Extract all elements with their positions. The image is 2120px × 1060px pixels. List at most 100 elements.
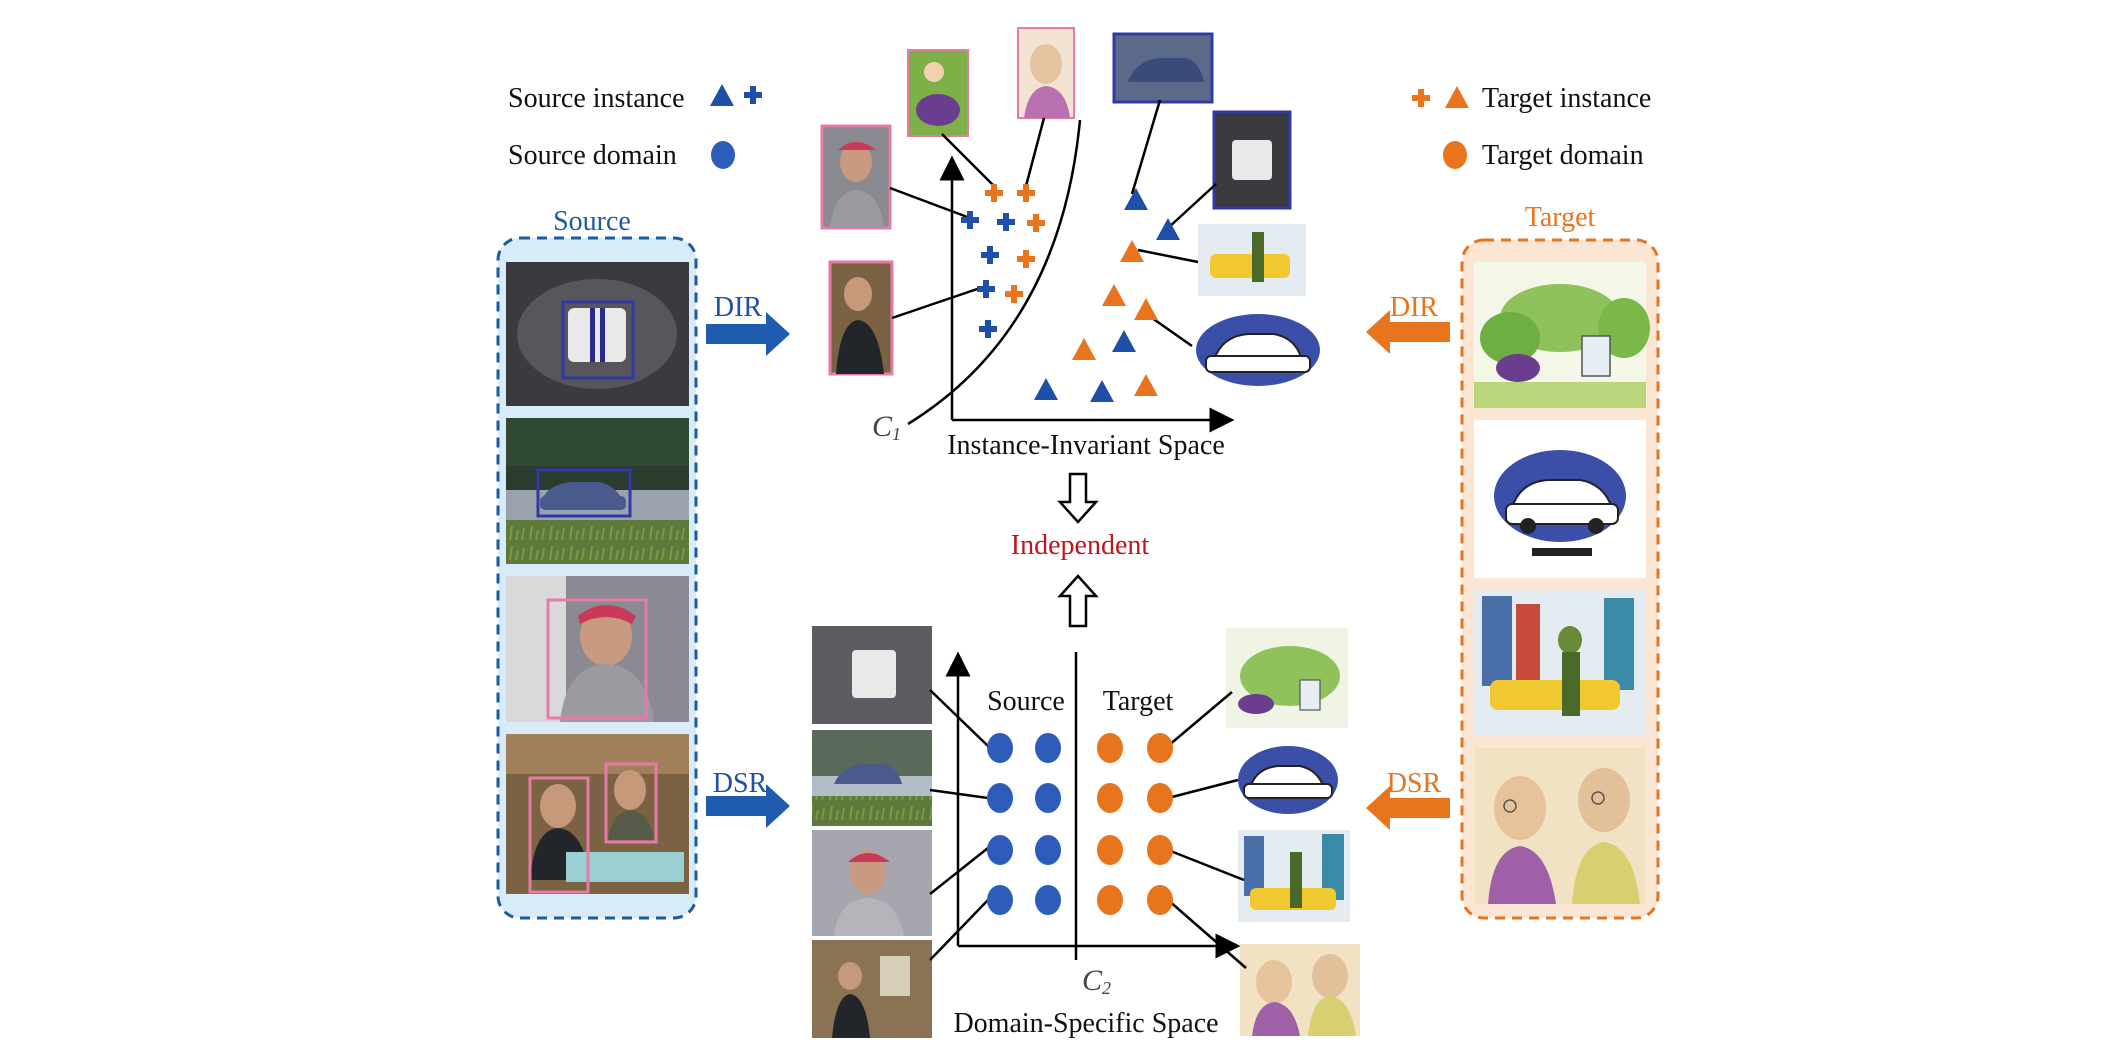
hollow-arrow-up	[1057, 574, 1099, 628]
circle-icon	[711, 141, 735, 169]
circle-icon	[1097, 885, 1123, 915]
legend-target-instance-label: Target instance	[1482, 83, 1651, 114]
plus-icon	[997, 213, 1015, 231]
domain-connectors	[929, 689, 1247, 969]
plus-icon	[1017, 184, 1035, 202]
legend-target-domain-label: Target domain	[1482, 140, 1644, 171]
thumb-man-cap	[820, 124, 892, 230]
target-photo-watercolor-garden	[1474, 262, 1650, 408]
source-photo-car-night	[506, 262, 689, 406]
triangle-icon	[1124, 188, 1148, 210]
dsr-right-label: DSR	[1387, 768, 1442, 799]
source-panel-title: Source	[553, 206, 631, 237]
triangle-icon	[1134, 298, 1158, 320]
source-domain-dots	[987, 733, 1061, 915]
circle-icon	[1147, 783, 1173, 813]
circle-icon	[1147, 733, 1173, 763]
circle-icon	[1097, 835, 1123, 865]
block-arrow-icon	[706, 312, 790, 356]
circle-icon	[987, 885, 1013, 915]
instance-connectors	[889, 99, 1217, 348]
thumb-car-sketch	[1192, 310, 1322, 390]
triangle-icon	[1034, 378, 1058, 400]
circle-icon	[1097, 783, 1123, 813]
legend-target: Target instance Target domain	[1412, 83, 1651, 171]
triangle-icon	[1102, 284, 1126, 306]
circle-icon	[1147, 885, 1173, 915]
ds-thumb-man-cap	[812, 830, 932, 936]
ds-thumb-watercolor-garden	[1226, 628, 1348, 728]
triangle-icon	[1120, 240, 1144, 262]
ds-thumb-two-people-painting	[1240, 944, 1360, 1036]
ds-thumb-men-table	[812, 940, 932, 1038]
thumb-car-night	[1212, 110, 1292, 210]
circle-icon	[1035, 885, 1061, 915]
target-plus-markers	[985, 184, 1045, 303]
dsr-arrow-left: DSR	[706, 768, 790, 828]
legend-source: Source instance Source domain	[508, 83, 762, 171]
circle-icon	[1035, 733, 1061, 763]
thumb-man-table	[828, 260, 894, 376]
circle-icon	[1035, 783, 1061, 813]
plus-icon	[961, 211, 979, 229]
plus-icon	[1027, 214, 1045, 232]
block-arrow-icon	[1366, 786, 1450, 830]
dir-arrow-left: DIR	[706, 292, 790, 356]
legend-source-domain-label: Source domain	[508, 140, 677, 171]
circle-icon	[987, 835, 1013, 865]
thumb-car-road	[1112, 32, 1214, 104]
plus-icon	[1005, 285, 1023, 303]
target-panel-title: Target	[1525, 202, 1596, 233]
target-triangle-markers	[1072, 240, 1158, 396]
plus-icon	[744, 86, 762, 104]
plus-icon	[985, 184, 1003, 202]
dir-left-label: DIR	[714, 292, 763, 323]
plus-icon	[1412, 89, 1430, 107]
block-arrow-icon	[1366, 310, 1450, 354]
dir-right-label: DIR	[1390, 292, 1439, 323]
ds-source-label: Source	[987, 686, 1065, 717]
dir-arrow-right: DIR	[1366, 292, 1450, 354]
ds-thumb-car-sketch	[1232, 740, 1344, 824]
source-plus-markers	[961, 211, 1015, 338]
triangle-icon	[1445, 86, 1469, 108]
thumb-cartoon-woman	[907, 49, 969, 137]
ds-thumb-city-watercolor	[1238, 830, 1350, 922]
circle-icon	[987, 783, 1013, 813]
target-photo-two-people-painting	[1474, 748, 1646, 904]
block-arrow-icon	[706, 784, 790, 828]
source-triangle-markers	[1034, 188, 1180, 402]
plus-icon	[979, 320, 997, 338]
decision-boundary-c1	[907, 119, 1082, 426]
dsr-arrow-right: DSR	[1366, 768, 1450, 830]
circle-icon	[987, 733, 1013, 763]
plus-icon	[981, 246, 999, 264]
triangle-icon	[1112, 330, 1136, 352]
plus-icon	[1017, 250, 1035, 268]
hollow-arrow-icon	[1057, 574, 1099, 628]
thumb-city-watercolor	[1198, 224, 1306, 296]
independent-label: Independent	[1011, 530, 1150, 561]
legend-source-instance-label: Source instance	[508, 83, 685, 114]
hollow-arrow-icon	[1057, 472, 1099, 524]
target-domain-dots	[1097, 733, 1173, 915]
circle-icon	[1147, 835, 1173, 865]
hollow-arrow-down	[1057, 472, 1099, 524]
target-photo-city-watercolor	[1474, 590, 1646, 736]
thumb-woman-portrait	[1017, 27, 1075, 119]
plus-icon	[977, 280, 995, 298]
source-photo-men-table	[506, 734, 689, 894]
ds-thumb-car-road	[812, 730, 932, 826]
source-photo-car-road	[506, 418, 689, 564]
dsr-left-label: DSR	[713, 768, 768, 799]
ds-target-label: Target	[1103, 686, 1174, 717]
instance-invariant-space: C1 Instance-Invariant Space	[820, 27, 1322, 461]
domain-specific-space: C2 Domain-Specific Space Source Target	[812, 626, 1360, 1039]
triangle-icon	[1134, 374, 1158, 396]
triangle-icon	[1072, 338, 1096, 360]
c2-label: C2	[1082, 964, 1111, 998]
ds-thumb-car-night	[812, 626, 932, 724]
circle-icon	[1097, 733, 1123, 763]
target-photo-car-sketch	[1474, 420, 1646, 578]
